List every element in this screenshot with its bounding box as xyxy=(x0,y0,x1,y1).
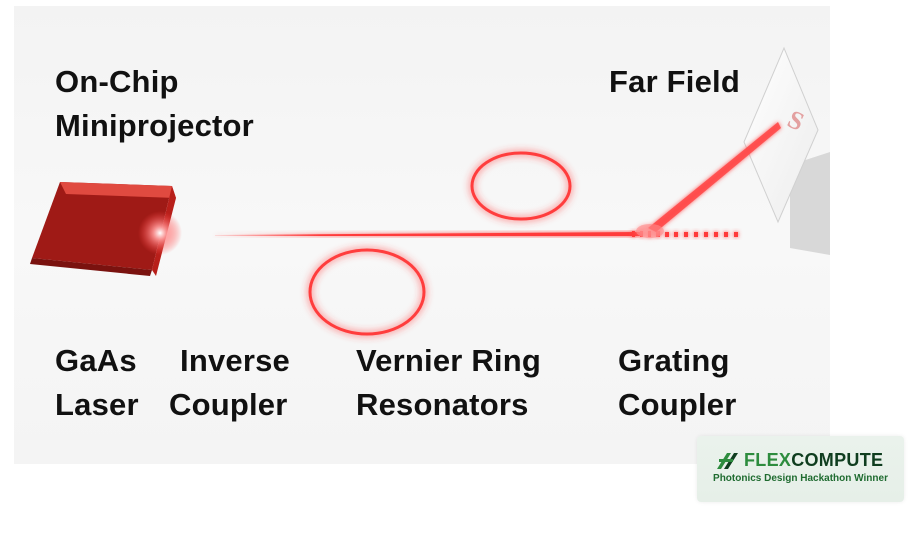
waveguide xyxy=(215,232,640,236)
brand-row: FLEXCOMPUTE xyxy=(717,450,883,471)
inverse-coupler-label-line-2: Coupler xyxy=(169,387,288,422)
flexcompute-logo-icon xyxy=(717,452,738,469)
inverse-coupler-label-line-1: Inverse xyxy=(180,343,290,378)
lower-ring xyxy=(308,248,426,336)
upper-ring xyxy=(470,151,572,221)
title-line-2: Miniprojector xyxy=(55,108,254,143)
brand-part-1: FLEX xyxy=(744,450,792,470)
title-line-1: On-Chip xyxy=(55,64,179,99)
gaas-laser-chip xyxy=(30,182,182,276)
vernier-label-line-1: Vernier Ring xyxy=(356,343,542,378)
far-field-label: Far Field xyxy=(609,64,740,99)
vernier-ring-resonators xyxy=(308,151,572,336)
vernier-label-line-2: Resonators xyxy=(356,387,529,422)
badge-subtitle: Photonics Design Hackathon Winner xyxy=(713,473,888,484)
brand-name: FLEXCOMPUTE xyxy=(744,450,883,471)
laser-label-line-1: GaAs xyxy=(55,343,137,378)
brand-part-2: COMPUTE xyxy=(791,450,884,470)
flexcompute-badge: FLEXCOMPUTE Photonics Design Hackathon W… xyxy=(697,436,904,502)
grating-coupler-label-line-1: Grating xyxy=(618,343,730,378)
grating-coupler-label-line-2: Coupler xyxy=(618,387,737,422)
far-field-screen xyxy=(743,46,830,255)
laser-label-line-2: Laser xyxy=(55,387,139,422)
emitted-beam xyxy=(636,122,781,238)
